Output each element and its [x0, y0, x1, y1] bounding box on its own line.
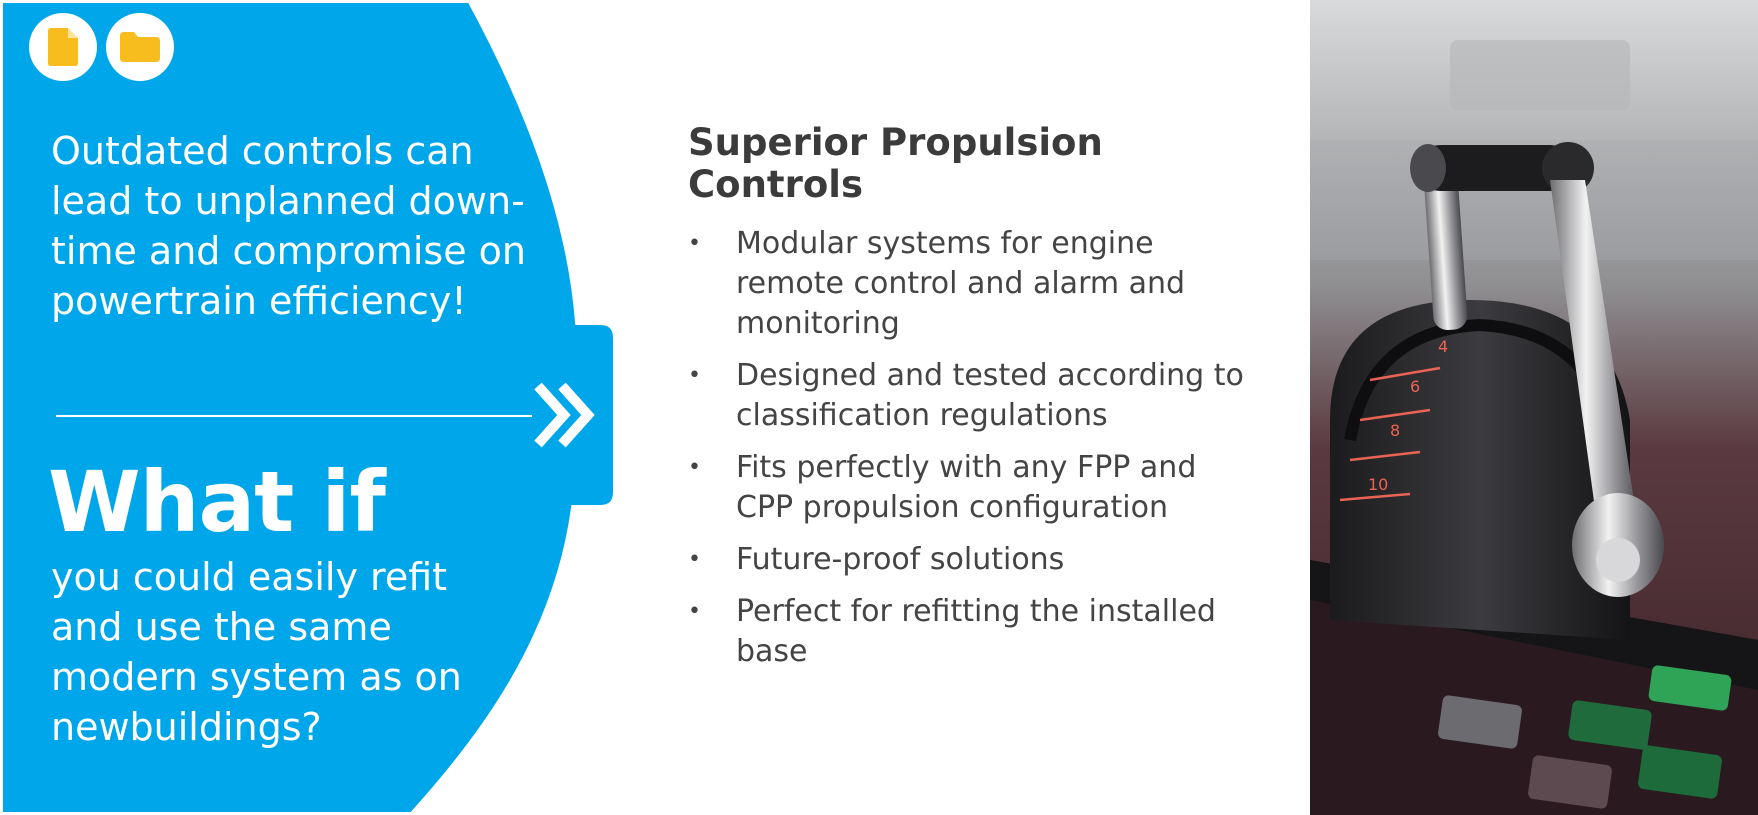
list-item: Modular systems for engine remote contro…	[688, 224, 1248, 344]
list-item: Future-proof solutions	[688, 540, 1248, 580]
scale-mark: 4	[1438, 337, 1448, 356]
propulsion-lever-photo: 4 6 8 10	[1310, 0, 1758, 815]
scale-mark: 10	[1368, 475, 1388, 494]
list-item: Fits perfectly with any FPP and CPP prop…	[688, 448, 1248, 528]
double-chevron-right-icon	[534, 380, 598, 454]
folder-button[interactable]	[106, 13, 174, 81]
document-icon	[48, 28, 78, 66]
scale-mark: 6	[1410, 377, 1420, 396]
problem-statement: Outdated controls can lead to unplanned …	[51, 129, 526, 323]
folder-icon	[120, 32, 160, 62]
divider-line	[56, 415, 532, 417]
section-heading: Superior Propulsion Controls	[688, 121, 1103, 206]
feature-list: Modular systems for engine remote contro…	[688, 224, 1248, 684]
document-button[interactable]	[29, 13, 97, 81]
refit-question: you could easily refit and use the same …	[51, 555, 462, 749]
what-if-headline: What if	[48, 453, 386, 551]
scale-mark: 8	[1390, 421, 1400, 440]
list-item: Designed and tested according to classif…	[688, 356, 1248, 436]
list-item: Perfect for refitting the installed base	[688, 592, 1248, 672]
